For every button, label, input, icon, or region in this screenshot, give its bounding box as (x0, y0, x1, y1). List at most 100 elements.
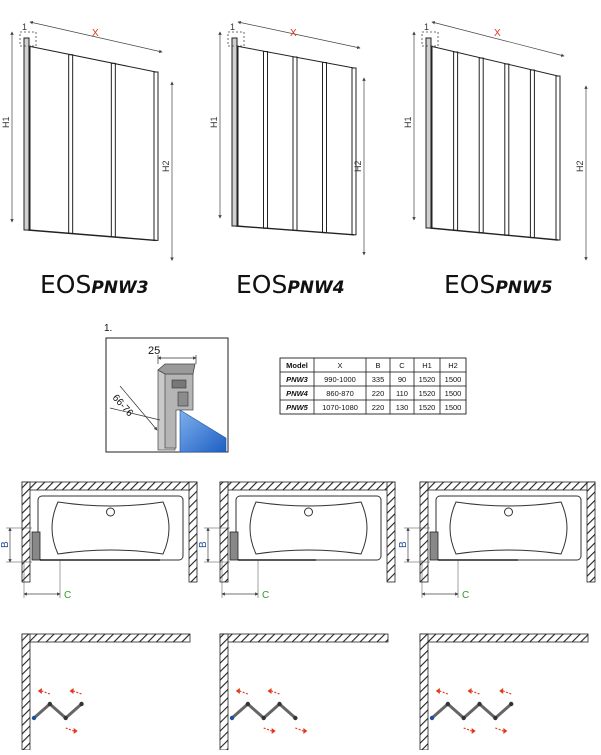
fold-arrow (41, 690, 51, 695)
table-header: C (399, 361, 405, 370)
wall-right (188, 481, 198, 583)
table-header: B (375, 361, 380, 370)
fold-arrow-head (271, 728, 276, 734)
drain-icon (304, 507, 313, 517)
wall-left (419, 481, 429, 583)
panel-profile (110, 62, 116, 238)
hinge-icon (261, 715, 266, 721)
screen-panel (230, 702, 250, 720)
wall-back (21, 633, 191, 643)
detail-marker-label: 1 (22, 22, 27, 32)
plan-view-pnw3: BC (0, 481, 198, 601)
bathtub-basin (449, 501, 568, 555)
table-value: 1520 (419, 403, 436, 412)
fold-arrow-head (435, 688, 440, 694)
drain-icon (504, 507, 513, 517)
wall-right (586, 481, 596, 583)
hinge-icon (63, 715, 68, 721)
panel-profile (529, 69, 535, 239)
profile-top (157, 363, 196, 375)
table-value: 1500 (445, 375, 462, 384)
table-value: 860-870 (326, 389, 354, 398)
fold-arrow (495, 727, 504, 732)
table-cell (439, 399, 467, 415)
wall-left (219, 481, 229, 583)
x-dimension-label: X (92, 28, 99, 39)
fold-view-pnw5 (419, 633, 589, 751)
fold-arrow (73, 690, 82, 695)
top-edge (235, 45, 355, 69)
table-value: 220 (372, 389, 385, 398)
top-edge (429, 45, 559, 77)
fold-arrow-head (471, 728, 476, 734)
fold-view-pnw4 (219, 633, 389, 751)
wall-left (419, 633, 429, 751)
bathtub-basin (51, 501, 170, 555)
plan-view-pnw5: BC (398, 481, 596, 601)
product-title-pnw4: EOSPNW4 (236, 270, 345, 299)
fold-arrow (65, 727, 74, 732)
fold-arrow-head (37, 688, 42, 694)
h1-dimension-label: H1 (209, 116, 219, 128)
c-dimension-label: C (262, 590, 269, 601)
screen-panel (246, 702, 266, 720)
table-value: 1500 (445, 389, 462, 398)
x-dimension-line (237, 20, 361, 50)
table-value: 1070-1080 (322, 403, 358, 412)
table-value: 130 (396, 403, 409, 412)
x-dimension-line (431, 21, 565, 57)
hinge-icon (229, 715, 235, 721)
product-title-pnw3: EOSPNW3 (40, 270, 149, 299)
bathtub-basin (249, 501, 368, 555)
fold-arrow (263, 727, 272, 732)
table-header: H1 (422, 361, 432, 370)
panel-profile (68, 54, 74, 234)
table-value: 1520 (419, 375, 436, 384)
x-dimension-line (29, 20, 163, 54)
wall-profile (425, 37, 432, 229)
panel-profile (153, 71, 159, 241)
table-value: 110 (396, 389, 408, 398)
fold-arrow (295, 727, 304, 732)
fold-arrow (239, 690, 249, 695)
detail-marker-label: 1 (230, 22, 235, 32)
range-extension-line (109, 407, 161, 421)
panel-profile (351, 67, 357, 236)
hinge-icon (79, 701, 84, 707)
h2-dimension-label: H2 (161, 160, 171, 172)
fold-arrow (271, 690, 280, 695)
fold-arrow (502, 690, 512, 695)
panel-profile (322, 62, 327, 234)
table-header: Model (286, 361, 308, 370)
screen-panel (48, 702, 68, 720)
fold-arrow-head (503, 728, 508, 734)
fold-arrow (439, 690, 449, 695)
detail-marker-label: 1 (424, 22, 429, 32)
hinge-icon (429, 715, 435, 721)
table-header: X (337, 361, 342, 370)
c-dimension-label: C (462, 590, 469, 601)
hinge-icon (31, 715, 37, 721)
c-dimension-label: C (64, 590, 71, 601)
table-value: PNW3 (286, 375, 308, 384)
wall-back (219, 481, 396, 491)
profile-cap (171, 379, 187, 389)
table-header: H2 (448, 361, 458, 370)
fold-arrow-head (303, 728, 308, 734)
screen-panel (478, 702, 497, 720)
b-dimension-label: B (198, 541, 209, 548)
panel-profile (478, 57, 484, 234)
panel-profile (555, 75, 561, 241)
bottom-edge (27, 229, 157, 242)
wall-left (21, 633, 31, 751)
wall-back (21, 481, 198, 491)
fold-arrow (463, 727, 472, 732)
profile-detail: 1. 25 66-76 (104, 323, 229, 453)
hinge-icon (293, 715, 298, 721)
table-value: 990-1000 (324, 375, 356, 384)
plan-view-pnw4: BC (198, 481, 396, 601)
glass-panel (179, 409, 227, 453)
top-edge (27, 45, 157, 73)
